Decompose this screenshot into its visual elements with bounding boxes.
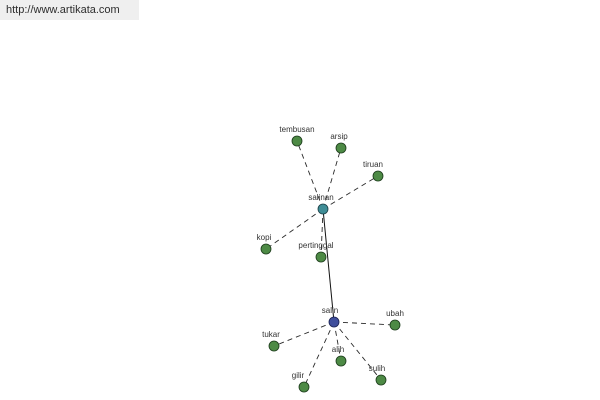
edge-salin-ubah (333, 321, 396, 326)
edge-salin-alih (333, 321, 342, 362)
node-tembusan[interactable] (291, 135, 303, 147)
node-label-salinan: salinan (308, 193, 333, 202)
node-label-arsip: arsip (330, 132, 348, 141)
node-salinan[interactable] (317, 203, 329, 215)
edge-salin-gilir (303, 321, 335, 388)
node-sulih[interactable] (375, 374, 387, 386)
node-arsip[interactable] (335, 142, 347, 154)
node-ubah[interactable] (389, 319, 401, 331)
node-label-ubah: ubah (386, 309, 404, 318)
edge-salinan-kopi (265, 208, 324, 250)
node-label-gilir: gilir (292, 371, 305, 380)
node-alih[interactable] (335, 355, 347, 367)
node-kopi[interactable] (260, 243, 272, 255)
edge-salin-tukar (273, 321, 335, 347)
node-tukar[interactable] (268, 340, 280, 352)
edge-salin-sulih (333, 321, 382, 381)
node-pertinggal[interactable] (315, 251, 327, 263)
graph-nodes (260, 135, 401, 393)
node-label-tiruan: tiruan (363, 160, 383, 169)
node-label-salin: salin (322, 306, 338, 315)
source-url-text: http://www.artikata.com (6, 4, 120, 16)
node-gilir[interactable] (298, 381, 310, 393)
node-tiruan[interactable] (372, 170, 384, 182)
node-label-sulih: sulih (369, 364, 385, 373)
edge-salinan-tembusan (296, 140, 324, 210)
graph-edges (265, 140, 396, 388)
graph-labels: salin salinan tembusan arsip tiruan kopi perti… (257, 125, 404, 380)
edge-salinan-pertinggal (320, 208, 324, 258)
source-url-watermark: http://www.artikata.com (0, 0, 139, 20)
node-label-pertinggal: pertinggal (298, 241, 333, 250)
edge-salinan-arsip (322, 147, 342, 210)
node-label-kopi: kopi (257, 233, 272, 242)
node-salin[interactable] (328, 316, 340, 328)
node-label-alih: alih (332, 345, 344, 354)
node-label-tukar: tukar (262, 330, 280, 339)
edge-salinan-tiruan (322, 175, 379, 210)
edge-salin-salinan (322, 208, 335, 323)
node-label-tembusan: tembusan (279, 125, 314, 134)
